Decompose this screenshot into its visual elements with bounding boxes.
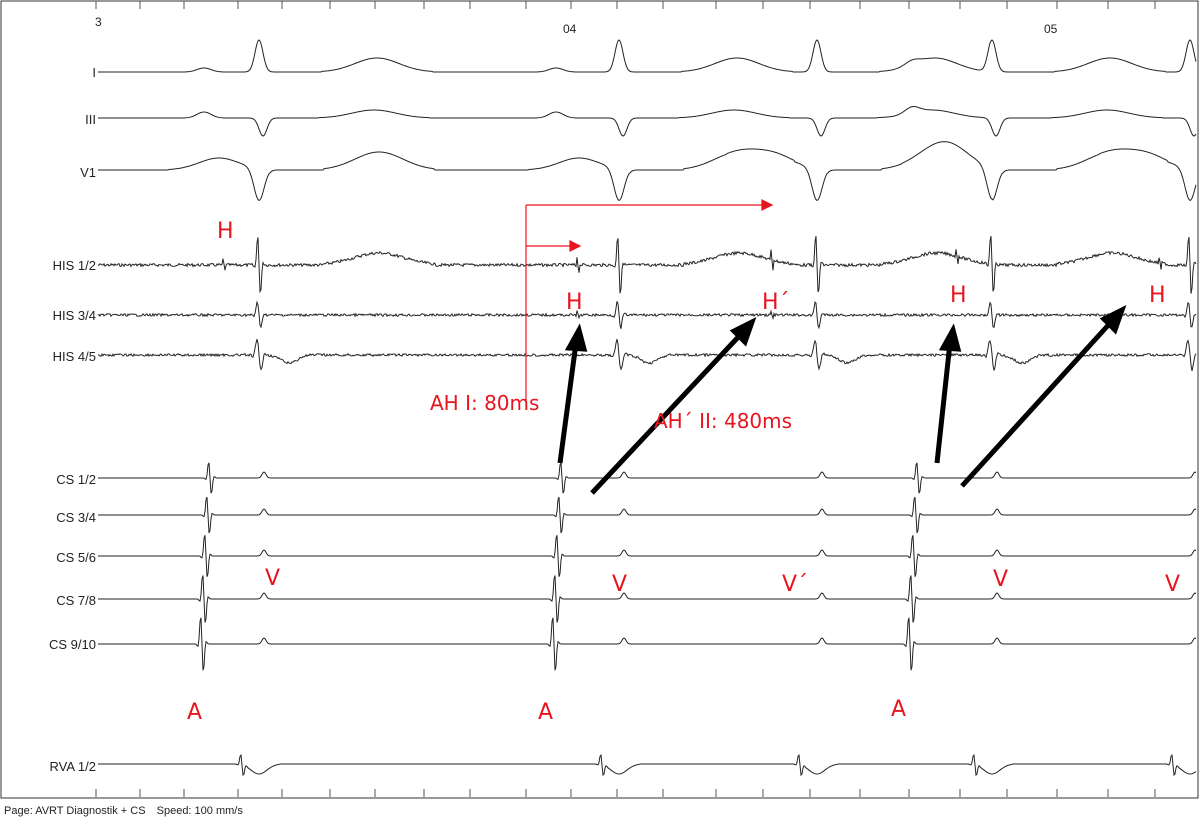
trace-cs-5 xyxy=(98,617,1197,671)
trace-cs-2 xyxy=(98,496,1197,534)
lead-label-rva12: RVA 1/2 xyxy=(50,759,97,774)
arrow-a1-h xyxy=(557,342,579,464)
lead-label-iii: III xyxy=(85,112,96,127)
annotation-a2: A xyxy=(538,700,553,725)
annotation-v4: V xyxy=(1165,572,1180,597)
trace-lead-i xyxy=(98,39,1197,73)
annotation-h3: H xyxy=(950,283,967,308)
trace-rva-12 xyxy=(98,753,1197,777)
lead-label-cs78: CS 7/8 xyxy=(56,593,96,608)
annotation-v1: V xyxy=(265,566,280,591)
trace-lead-v1 xyxy=(98,141,1197,201)
ecg-recording: 3 04 05 I III V1 HIS 1/2 HIS 3/4 HIS 4/5… xyxy=(0,0,1199,799)
footer-page-name: Page: AVRT Diagnostik + CS xyxy=(4,805,146,817)
lead-label-his12: HIS 1/2 xyxy=(53,258,96,273)
annotation-ah1: AH I: 80ms xyxy=(430,391,539,415)
trace-cs-1 xyxy=(98,462,1197,494)
annotation-ah2: AH´ II: 480ms xyxy=(654,409,792,433)
trace-his-12 xyxy=(97,235,1197,294)
bracket-ah2-arrowhead xyxy=(761,199,774,211)
annotation-v-prime: V´ xyxy=(782,572,808,597)
lead-label-his45: HIS 4/5 xyxy=(53,349,96,364)
time-grid xyxy=(95,1,1156,797)
annotation-a1: A xyxy=(187,700,202,725)
time-tick-label: 05 xyxy=(1044,22,1058,36)
arrow-a2-h xyxy=(934,342,953,464)
trace-cs-3 xyxy=(98,535,1197,577)
lead-label-cs34: CS 3/4 xyxy=(56,510,96,525)
lead-label-cs12: CS 1/2 xyxy=(56,472,96,487)
lead-label-his34: HIS 3/4 xyxy=(53,308,96,323)
arrow-a1-hprime xyxy=(590,331,744,495)
lead-label-v1: V1 xyxy=(80,165,96,180)
arrow-a2-h4-head xyxy=(1099,305,1127,335)
annotation-h-top: H xyxy=(217,219,234,244)
ecg-traces xyxy=(97,39,1197,777)
trace-cs-4 xyxy=(98,575,1197,623)
annotation-h1: H xyxy=(566,290,583,315)
time-tick-label: 04 xyxy=(563,22,577,36)
lead-label-i: I xyxy=(92,65,96,80)
bracket-ah1-arrowhead xyxy=(569,240,582,252)
arrow-a1-h-head xyxy=(564,323,588,352)
trace-his-34 xyxy=(97,300,1197,330)
ah-measurement-brackets xyxy=(525,199,774,410)
lead-label-cs910: CS 9/10 xyxy=(49,637,96,652)
arrow-a2-h-head xyxy=(938,323,962,352)
arrow-a1-hprime-head xyxy=(729,317,757,347)
trace-lead-iii xyxy=(98,106,1197,137)
time-tick-label: 3 xyxy=(95,15,102,29)
page-footer: Page: AVRT Diagnostik + CS Speed: 100 mm… xyxy=(4,805,251,817)
annotation-h-prime: H´ xyxy=(762,290,790,315)
annotation-a3: A xyxy=(891,697,906,722)
trace-his-45 xyxy=(97,338,1197,372)
lead-label-cs56: CS 5/6 xyxy=(56,550,96,565)
annotation-v2: V xyxy=(612,572,627,597)
annotation-h4: H xyxy=(1149,283,1166,308)
annotation-v3: V xyxy=(993,567,1008,592)
conduction-arrows xyxy=(557,305,1127,495)
recording-border xyxy=(0,0,1199,799)
footer-speed: Speed: 100 mm/s xyxy=(156,805,243,817)
arrow-a2-h4 xyxy=(960,319,1114,488)
